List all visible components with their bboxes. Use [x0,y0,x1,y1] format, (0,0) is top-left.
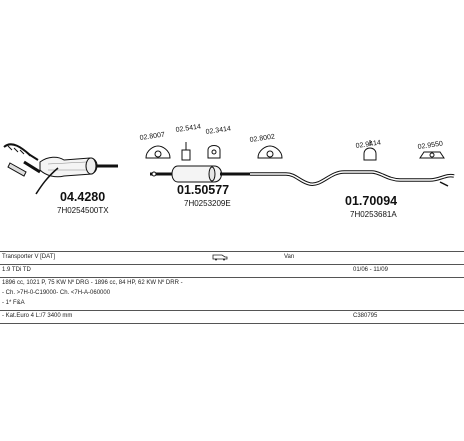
divider [0,264,464,265]
van-body-icon [212,253,228,263]
divider [0,277,464,278]
middle-silencer-drawing [150,165,250,183]
engine-row: 1.9 TDi TD 01/06 - 11/09 [0,266,464,276]
engine-type: 1.9 TDi TD [2,267,31,273]
option-row: - 1* F&A [0,299,464,309]
oe-number-1: 7H0254500TX [57,206,109,215]
option-note: - 1* F&A [2,300,25,306]
model-row: Transporter V [DAT] Van [0,253,464,263]
config-note: - Kat.Euro 4 L:/7 3400 mm [2,313,73,319]
hanger-code-label: 02.8007 [139,132,165,142]
hanger-code-label: 02.5414 [175,124,201,134]
engine-details: 1896 cc, 1021 P, 75 KW Nº DRG - 1896 cc,… [2,280,183,286]
body-type: Van [284,254,295,260]
chassis-range: - Ch. >7H-0-C19000- Ch. <7H-A-060000 [2,290,111,296]
vehicle-model: Transporter V [DAT] [2,254,56,260]
oe-number-3: 7H0253681A [350,210,397,219]
hanger-code-label: 02.8002 [249,134,275,144]
hanger-clamp-drawings [145,140,445,161]
engine-details-row: 1896 cc, 1021 P, 75 KW Nº DRG - 1896 cc,… [0,279,464,289]
catalytic-converter-drawing [3,143,118,195]
hanger-code-label: 02.9550 [417,141,443,151]
config-row: - Kat.Euro 4 L:/7 3400 mm C380795 [0,312,464,322]
hanger-code-label: 02.3414 [205,126,231,136]
hanger-code-label: 02.9414 [355,140,381,150]
divider [0,310,464,311]
divider [0,251,464,252]
chassis-row: - Ch. >7H-0-C19000- Ch. <7H-A-060000 [0,289,464,299]
part-number-1: 04.4280 [60,190,105,204]
production-years: 01/06 - 11/09 [353,267,388,273]
divider [0,323,464,324]
reference-code: C380795 [353,313,378,319]
tail-pipe-drawing [250,170,455,187]
part-number-3: 01.70094 [345,194,397,208]
part-number-2: 01.50577 [177,183,229,197]
oe-number-2: 7H0253209E [184,199,231,208]
